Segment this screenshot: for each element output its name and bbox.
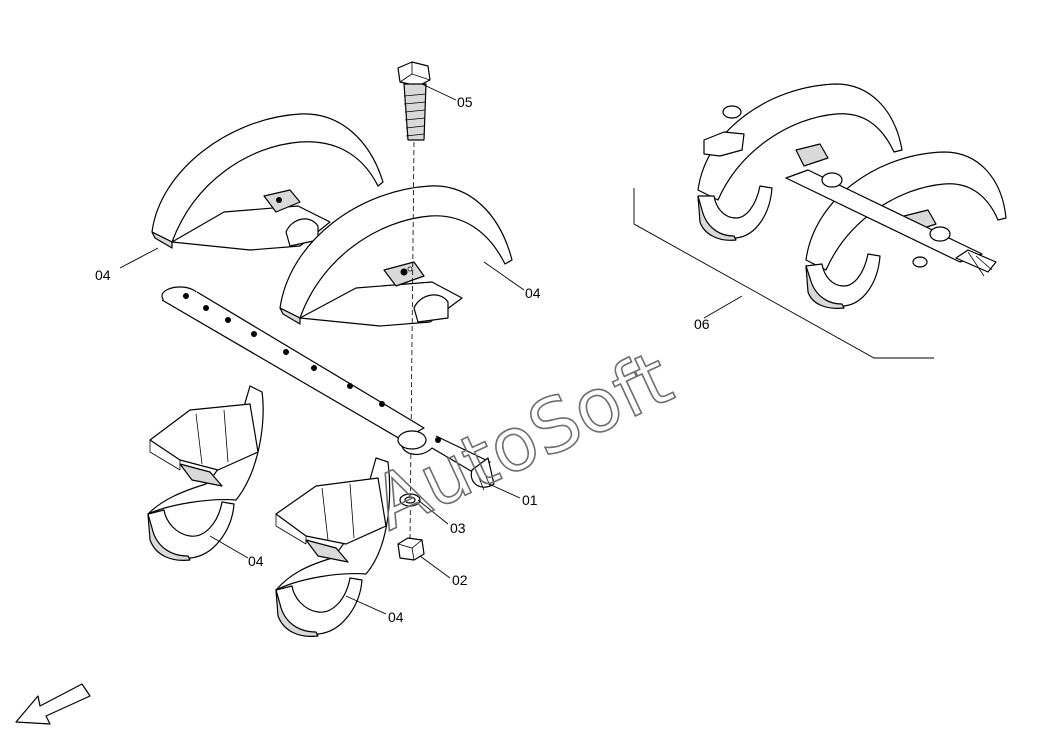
- callout-05: 05: [457, 94, 473, 110]
- direction-arrow-icon: [15, 683, 91, 725]
- callout-01: 01: [522, 492, 538, 508]
- callout-04-lower-center: 04: [388, 609, 404, 625]
- blade-04-upper-center: [279, 185, 513, 327]
- callout-02: 02: [452, 572, 468, 588]
- leader-lines: [119, 83, 743, 615]
- callout-04-upper-left: 04: [95, 267, 111, 283]
- washer-03: [399, 493, 421, 507]
- blade-04-lower-center: [275, 457, 391, 637]
- shaft-01: [161, 286, 495, 491]
- callout-04-upper-center: 04: [525, 285, 541, 301]
- callout-03: 03: [450, 520, 466, 536]
- bolt-05: [397, 61, 431, 141]
- nut-02: [397, 537, 425, 561]
- assembly-axis: [409, 141, 415, 541]
- callout-06: 06: [694, 316, 710, 332]
- blade-04-upper-left: [151, 113, 384, 251]
- assembly-06: [697, 83, 1007, 309]
- blade-04-lower-left: [147, 385, 264, 561]
- callout-04-lower-left: 04: [248, 553, 264, 569]
- assembly-06-bracket: [633, 188, 934, 359]
